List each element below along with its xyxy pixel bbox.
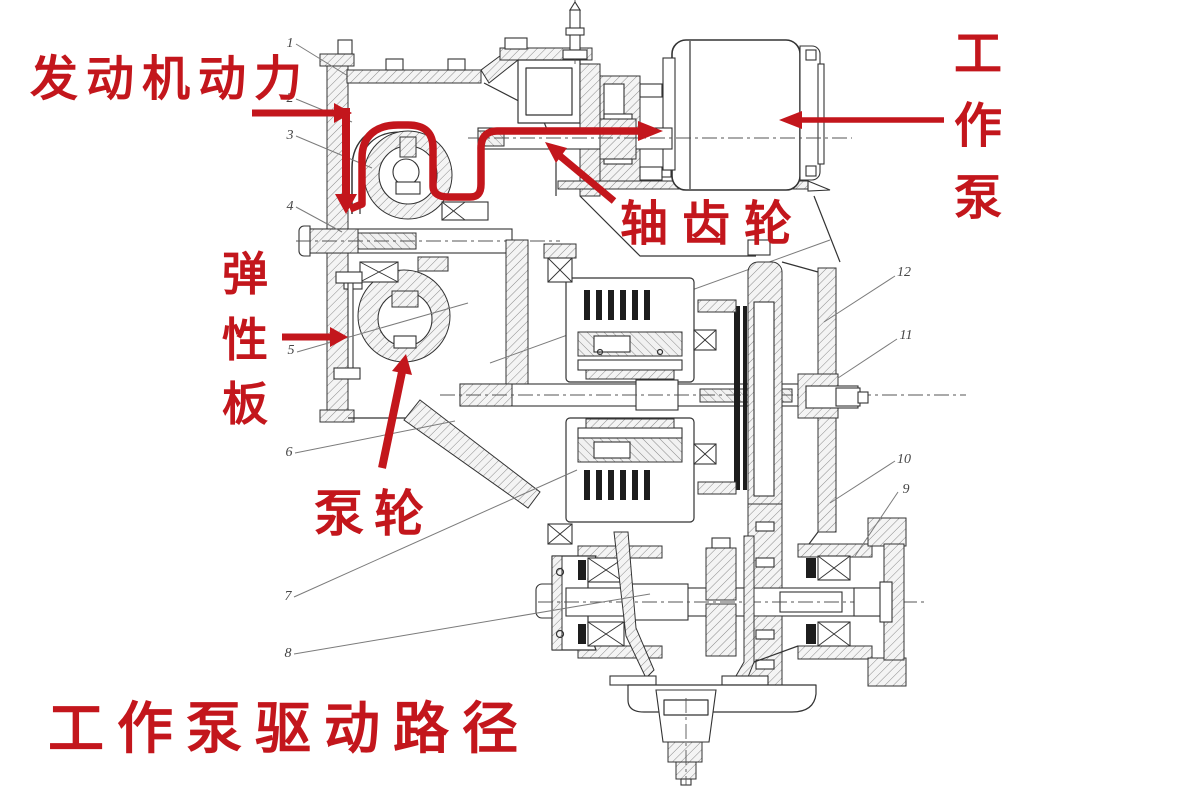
clutch-assembly-upper <box>543 243 695 383</box>
svg-text:工: 工 <box>954 28 1002 81</box>
working-pump-label: 工 作 泵 <box>954 28 1002 225</box>
working-pump-body <box>662 39 825 191</box>
svg-text:泵: 泵 <box>954 172 1002 225</box>
breather-plug <box>562 0 588 64</box>
svg-text:板: 板 <box>222 378 268 430</box>
callout-leaders: 1 2 3 4 5 6 7 8 9 10 11 12 <box>285 36 913 661</box>
drive-path-trace <box>348 121 640 213</box>
main-output-shaft <box>440 379 966 411</box>
drain-plug <box>667 741 703 763</box>
callout-2: 2 <box>287 91 294 106</box>
callout-3: 3 <box>286 128 294 143</box>
pump-impeller-arrow <box>378 371 406 469</box>
right-gear-housing <box>693 261 869 549</box>
bottom-title: 工作泵驱动路径 <box>48 697 531 760</box>
output-shaft-stub <box>797 373 869 419</box>
svg-text:弹: 弹 <box>222 248 268 300</box>
oil-sump <box>609 531 817 786</box>
elastic-plate <box>333 271 363 380</box>
callout-11: 11 <box>900 328 913 343</box>
clutch-assembly-lower <box>547 417 695 545</box>
callout-12: 12 <box>897 265 911 280</box>
red-annotations: 发动机动力 轴齿轮 工 作 泵 弹 性 板 泵轮 工作泵驱动路径 <box>30 28 1002 760</box>
rear-output-flange <box>853 517 907 687</box>
shaft-gear-arrow <box>557 153 617 204</box>
engine-power-label: 发动机动力 <box>30 53 310 106</box>
callout-1: 1 <box>287 36 294 51</box>
pump-mount-bracket <box>499 0 841 263</box>
callout-8: 8 <box>285 646 292 661</box>
elastic-plate-label: 弹 性 板 <box>222 248 268 430</box>
bottom-output-shaft-assembly <box>535 503 924 689</box>
gearbox-case <box>489 195 831 401</box>
callout-5: 5 <box>288 343 295 358</box>
callout-10: 10 <box>897 452 911 467</box>
callout-4: 4 <box>287 199 294 214</box>
pump-impeller-label: 泵轮 <box>314 486 434 542</box>
svg-text:性: 性 <box>222 314 268 366</box>
svg-text:作: 作 <box>954 100 1002 153</box>
callout-6: 6 <box>286 445 293 460</box>
callout-9: 9 <box>903 482 910 497</box>
shaft-gear-label: 轴齿轮 <box>620 198 806 251</box>
callout-7: 7 <box>285 589 293 604</box>
